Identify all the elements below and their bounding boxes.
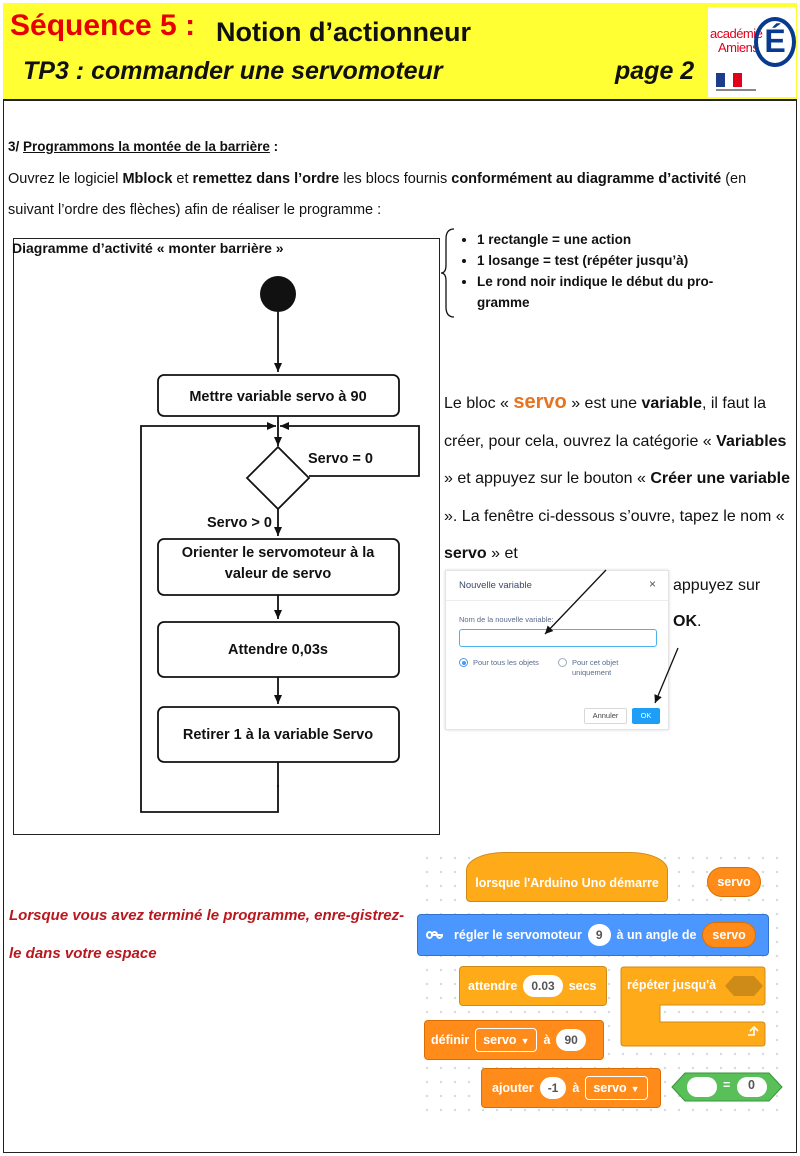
action-orient-servo-label-1: Orienter le servomoteur à la xyxy=(182,545,376,561)
wait-seconds-input[interactable]: 0.03 xyxy=(523,975,563,997)
action-wait-label: Attendre 0,03s xyxy=(228,642,328,658)
condition-true-label: Servo = 0 xyxy=(308,451,373,467)
activity-diagram-frame xyxy=(13,238,440,835)
change-variable-block[interactable]: ajouter -1 à servo▼ xyxy=(481,1068,661,1108)
logo-e-letter: É xyxy=(754,17,796,67)
set-value-input[interactable]: 90 xyxy=(556,1029,586,1051)
variable-dropdown[interactable]: servo▼ xyxy=(475,1028,538,1052)
repeat-until-shape xyxy=(620,966,766,1047)
infinity-icon xyxy=(426,931,444,939)
wait-block[interactable]: attendre 0.03 secs xyxy=(459,966,607,1006)
set-servo-angle-block[interactable]: régler le servomoteur 9 à un angle de se… xyxy=(417,914,769,956)
variable-instructions: Le bloc « servo » est une variable, il f… xyxy=(444,391,790,562)
finish-instruction: Lorsque vous avez terminé le programme, … xyxy=(9,907,405,962)
servo-pin-input[interactable]: 9 xyxy=(587,924,611,946)
appuyez-text: appuyez sur xyxy=(673,577,761,594)
variable-name-label: Nom de la nouvelle variable: xyxy=(459,615,554,624)
equals-operator-block[interactable]: = 0 xyxy=(671,1072,783,1102)
equals-right-input[interactable]: 0 xyxy=(748,1078,755,1092)
servo-keyword: servo xyxy=(513,391,567,413)
when-arduino-starts-block[interactable]: lorsque l'Arduino Uno démarre xyxy=(466,852,668,902)
option-this-object-label: Pour cet objet uniquement xyxy=(572,658,619,677)
question-heading: 3/ Programmons la montée de la barrière … xyxy=(8,139,279,154)
ok-button[interactable]: OK xyxy=(632,708,660,724)
variable-name-input[interactable] xyxy=(459,629,657,647)
option-all-objects-label: Pour tous les objets xyxy=(473,658,539,667)
servo-angle-reporter[interactable]: servo xyxy=(702,922,756,948)
equals-operator-shape xyxy=(671,1072,783,1102)
legend-brace xyxy=(440,228,455,318)
condition-true-line xyxy=(280,422,420,477)
action-set-servo-90-label: Mettre variable servo à 90 xyxy=(189,389,366,405)
ministry-mark xyxy=(716,89,756,91)
new-variable-dialog: Nouvelle variable × Nom de la nouvelle v… xyxy=(445,570,669,730)
repeat-until-block[interactable]: répéter jusqu'à xyxy=(620,966,766,1048)
legend-item-diamond: 1 losange = test (répéter jusqu’à) xyxy=(477,250,755,271)
ok-text: OK. xyxy=(673,613,702,630)
french-flag-icon xyxy=(716,73,743,87)
action-decrement-label: Retirer 1 à la variable Servo xyxy=(183,727,373,743)
instructions-paragraph: Ouvrez le logiciel Mblock et remettez da… xyxy=(8,171,747,218)
change-value-input[interactable]: -1 xyxy=(539,1077,567,1099)
action-orient-servo-label-2: valeur de servo xyxy=(225,566,332,582)
academie-amiens-logo: académie Amiens É xyxy=(708,7,796,97)
tp-title: TP3 : commander une servomoteur xyxy=(23,57,443,85)
close-icon[interactable]: × xyxy=(649,577,657,591)
condition-false-label: Servo > 0 xyxy=(207,515,272,531)
notion-title: Notion d’actionneur xyxy=(216,17,471,47)
legend-item-start: Le rond noir indique le début du pro-gra… xyxy=(477,271,755,313)
decision-diamond xyxy=(245,445,311,511)
dialog-divider xyxy=(446,600,668,601)
dialog-title: Nouvelle variable xyxy=(459,580,532,591)
cancel-button[interactable]: Annuler xyxy=(584,708,627,724)
diagram-legend: 1 rectangle = une action 1 losange = tes… xyxy=(455,229,755,313)
servo-variable-reporter[interactable]: servo xyxy=(707,867,761,897)
variable-dropdown[interactable]: servo▼ xyxy=(585,1076,648,1100)
diagram-title: Diagramme d’activité « monter barrière » xyxy=(12,240,284,256)
header-banner: Séquence 5 : Notion d’actionneur TP3 : c… xyxy=(3,3,797,101)
radio-all-objects[interactable] xyxy=(459,658,468,667)
set-variable-block[interactable]: définir servo▼ à 90 xyxy=(424,1020,604,1060)
sequence-title: Séquence 5 : xyxy=(10,9,196,42)
page-number: page 2 xyxy=(615,57,695,85)
start-node xyxy=(260,276,296,312)
legend-item-rectangle: 1 rectangle = une action xyxy=(477,229,755,250)
logo-academie-text: académie Amiens xyxy=(710,26,763,55)
loop-back-line xyxy=(140,422,279,813)
radio-this-object[interactable] xyxy=(558,658,567,667)
